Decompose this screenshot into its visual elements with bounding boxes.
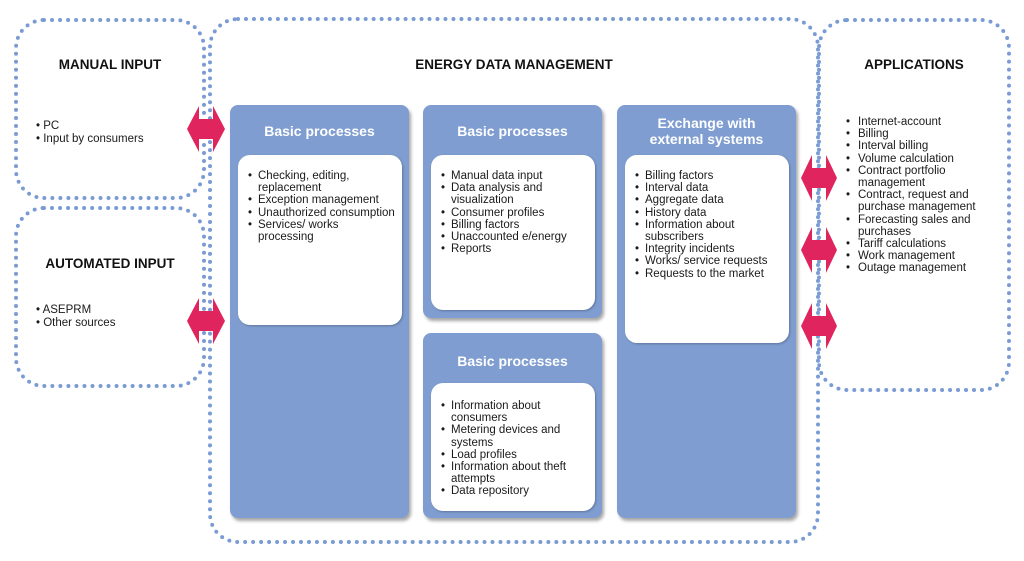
list-item: Works/ service requests bbox=[635, 255, 783, 267]
panel-content: Checking, editing, replacement Exception… bbox=[238, 155, 402, 325]
list-item: Forecasting sales and purchases bbox=[846, 214, 986, 238]
list-item: Reports bbox=[441, 243, 589, 255]
panel-content: Manual data input Data analysis and visu… bbox=[431, 155, 595, 310]
panel-title: Basic processes bbox=[264, 123, 375, 139]
list-item: Tariff calculations bbox=[846, 238, 986, 250]
basic-processes-panel-2: Basic processes Manual data input Data a… bbox=[423, 105, 602, 318]
list-item: Requests to the market bbox=[635, 268, 783, 280]
list-item: Interval data bbox=[635, 182, 783, 194]
list-item: Metering devices and systems bbox=[441, 424, 589, 448]
edm-title: ENERGY DATA MANAGEMENT bbox=[415, 57, 613, 72]
double-arrow-icon bbox=[187, 106, 225, 152]
panel-content: Billing factors Interval data Aggregate … bbox=[625, 155, 789, 343]
list-item: Exception management bbox=[248, 194, 396, 206]
automated-input-box bbox=[14, 206, 206, 388]
double-arrow-icon bbox=[801, 303, 837, 349]
list-item: Other sources bbox=[36, 317, 201, 330]
basic-processes-panel-3: Basic processes Information about consum… bbox=[423, 333, 602, 518]
list-item: Information about subscribers bbox=[635, 219, 783, 243]
list-item: Information about consumers bbox=[441, 400, 589, 424]
list-item: Interval billing bbox=[846, 140, 986, 152]
basic-processes-panel-1: Basic processes Checking, editing, repla… bbox=[230, 105, 409, 518]
applications-list: Internet-account Billing Interval billin… bbox=[846, 116, 986, 275]
list-item: ASEPRM bbox=[36, 304, 201, 317]
list-item: Billing factors bbox=[635, 170, 783, 182]
manual-input-box bbox=[14, 18, 206, 200]
list-item: Unauthorized consumption bbox=[248, 207, 396, 219]
list-item: Internet-account bbox=[846, 116, 986, 128]
list-item: PC bbox=[36, 120, 201, 133]
double-arrow-icon bbox=[187, 298, 225, 344]
panel-title: Basic processes bbox=[457, 353, 568, 369]
panel-title: Basic processes bbox=[457, 123, 568, 139]
double-arrow-icon bbox=[801, 227, 837, 273]
list-item: Billing bbox=[846, 128, 986, 140]
panel-title-line-1: Exchange with bbox=[657, 115, 756, 131]
automated-input-title: AUTOMATED INPUT bbox=[45, 256, 175, 271]
list-item: Work management bbox=[846, 250, 986, 262]
list-item: Volume calculation bbox=[846, 153, 986, 165]
list-item: Services/ works processing bbox=[248, 219, 396, 243]
panel-content: Information about consumers Metering dev… bbox=[431, 383, 595, 511]
list-item: Information about theft attempts bbox=[441, 461, 589, 485]
list-item: Checking, editing, replacement bbox=[248, 170, 396, 194]
list-item: Data analysis and visualization bbox=[441, 182, 589, 206]
list-item: Input by consumers bbox=[36, 133, 201, 146]
list-item: Contract portfolio management bbox=[846, 165, 986, 189]
list-item: Manual data input bbox=[441, 170, 589, 182]
automated-input-list: ASEPRM Other sources bbox=[36, 304, 201, 330]
panel-title-line-2: external systems bbox=[649, 131, 764, 147]
applications-title: APPLICATIONS bbox=[864, 57, 964, 72]
list-item: Consumer profiles bbox=[441, 207, 589, 219]
panel-title: Exchange with external systems bbox=[617, 115, 796, 147]
list-item: Data repository bbox=[441, 485, 589, 497]
list-item: History data bbox=[635, 207, 783, 219]
list-item: Contract, request and purchase managemen… bbox=[846, 189, 986, 213]
manual-input-list: PC Input by consumers bbox=[36, 120, 201, 146]
energy-data-management-box bbox=[208, 17, 820, 544]
list-item: Integrity incidents bbox=[635, 243, 783, 255]
manual-input-title: MANUAL INPUT bbox=[58, 57, 162, 72]
list-item: Load profiles bbox=[441, 449, 589, 461]
exchange-external-systems-panel: Exchange with external systems Billing f… bbox=[617, 105, 796, 518]
double-arrow-icon bbox=[801, 155, 837, 201]
list-item: Aggregate data bbox=[635, 194, 783, 206]
list-item: Unaccounted e/energy bbox=[441, 231, 589, 243]
list-item: Outage management bbox=[846, 262, 986, 274]
list-item: Billing factors bbox=[441, 219, 589, 231]
